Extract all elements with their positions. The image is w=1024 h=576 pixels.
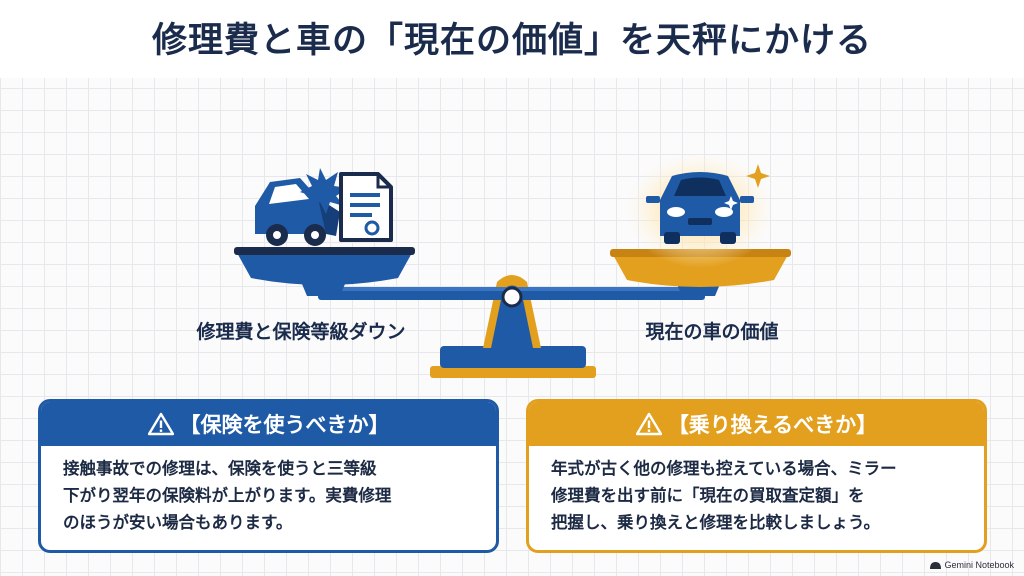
- scale-base: [430, 346, 596, 378]
- warning-icon: [635, 412, 662, 436]
- insurance-card-header: 【保険を使うべきか】: [41, 402, 496, 446]
- warning-icon: [147, 412, 174, 436]
- replacement-card-heading: 【乗り換えるべきか】: [667, 413, 878, 437]
- sparkle-icon: [746, 164, 770, 188]
- replacement-card-body: 年式が古く他の修理も控えている場合、ミラー 修理費を出す前に「現在の買取査定額」…: [529, 446, 984, 536]
- watermark-text: Gemini Notebook: [944, 560, 1014, 570]
- header-band: [0, 0, 1024, 78]
- insurance-card-line: のほうが安い場合もあります。: [63, 513, 293, 532]
- insurance-card-line: 下がり翌年の保険料が上がります。実費修理: [63, 486, 392, 505]
- watermark: Gemini Notebook: [930, 560, 1014, 570]
- scale-fulcrum: [483, 275, 541, 348]
- page-title: 修理費と車の「現在の価値」を天秤にかける: [151, 21, 872, 61]
- car-front-icon: [646, 172, 754, 244]
- insurance-card-body: 接触事故での修理は、保険を使うと三等級 下がり翌年の保険料が上がります。実費修理…: [41, 446, 496, 536]
- replacement-card-line: 把握し、乗り換えと修理を比較しましょう。: [551, 513, 881, 532]
- left-pan-label: 修理費と保険等級ダウン: [196, 321, 406, 343]
- scale-pivot: [501, 286, 523, 308]
- sparkle-icon: [724, 196, 738, 210]
- insurance-card-line: 接触事故での修理は、保険を使うと三等級: [63, 459, 377, 478]
- right-pan-label: 現在の車の価値: [645, 321, 779, 343]
- document-icon: [339, 172, 393, 242]
- insurance-card: 【保険を使うべきか】 接触事故での修理は、保険を使うと三等級 下がり翌年の保険料…: [38, 399, 499, 553]
- replacement-card-line: 修理費を出す前に「現在の買取査定額」を: [551, 486, 865, 505]
- left-pan: [234, 247, 415, 296]
- replacement-card: 【乗り換えるべきか】 年式が古く他の修理も控えている場合、ミラー 修理費を出す前…: [526, 399, 987, 553]
- notebook-logo-icon: [930, 561, 942, 569]
- balance-scale: [234, 152, 791, 378]
- replacement-card-line: 年式が古く他の修理も控えている場合、ミラー: [551, 459, 897, 478]
- collision-burst-icon: [300, 168, 348, 214]
- replacement-card-header: 【乗り換えるべきか】: [529, 402, 984, 446]
- insurance-card-heading: 【保険を使うべきか】: [179, 413, 390, 437]
